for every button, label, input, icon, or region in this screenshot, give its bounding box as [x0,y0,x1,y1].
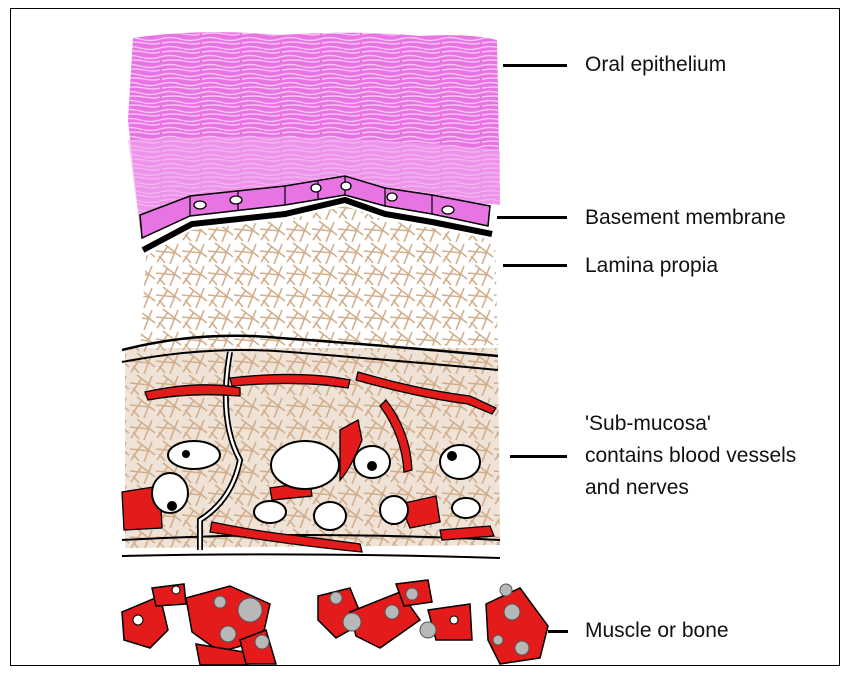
lamina-propia-label: Lamina propia [585,253,718,278]
submucosa-layer [122,336,500,558]
submucosa-label-line1: 'Sub-mucosa' [585,411,711,436]
submucosa-label-line2: contains blood vessels [585,443,796,468]
oral-epithelium-leader [503,64,567,67]
muscle-bone-layer [122,580,548,665]
muscle-or-bone-leader [548,630,568,633]
submucosa-leader [510,455,567,458]
submucosa-label-line3: and nerves [585,475,689,500]
basement-membrane-leader [497,216,567,219]
basement-membrane-label: Basement membrane [585,205,786,230]
muscle-or-bone-label: Muscle or bone [585,618,729,643]
lamina-propia-leader [503,264,567,267]
oral-epithelium-label: Oral epithelium [585,52,726,77]
